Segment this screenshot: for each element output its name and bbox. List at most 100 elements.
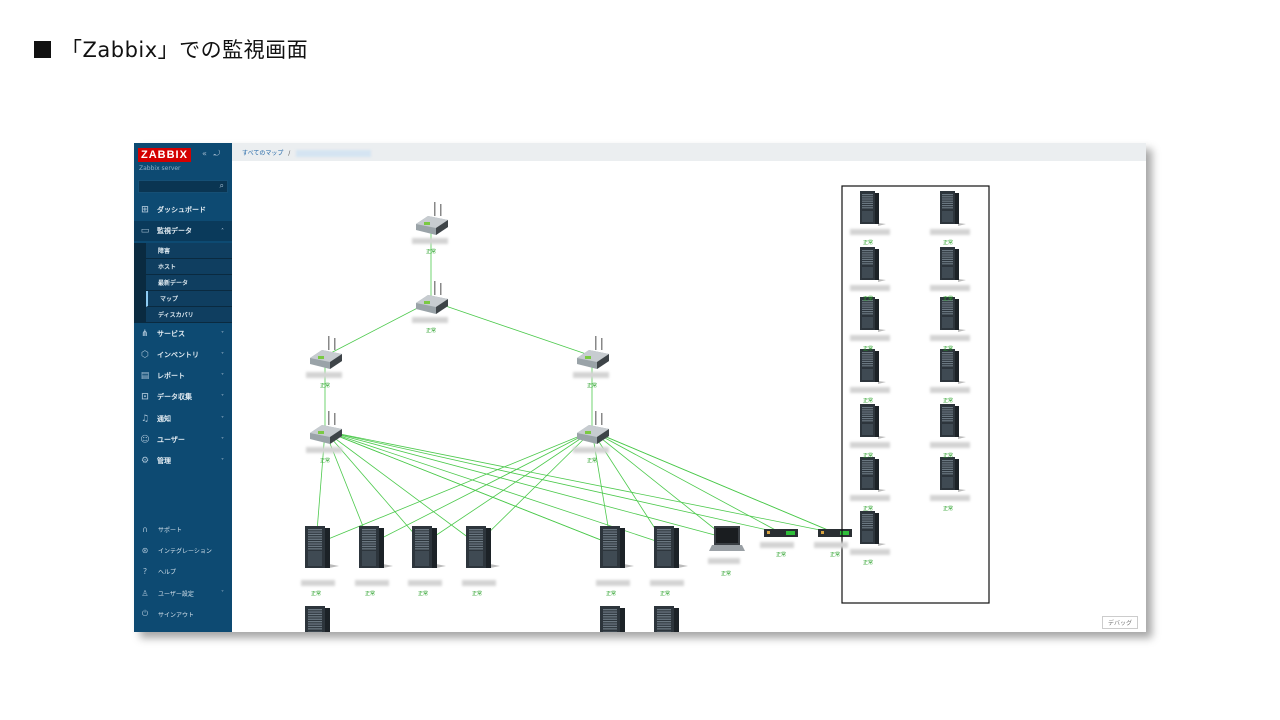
host-name-redacted bbox=[596, 580, 630, 586]
host-status: 正常 bbox=[862, 240, 874, 246]
host-name-redacted bbox=[462, 580, 496, 586]
sidebar-item-label: インベントリ bbox=[157, 351, 199, 359]
footer-item-help[interactable]: ? ヘルプ bbox=[134, 562, 232, 580]
submenu-item-hosts[interactable]: ホスト bbox=[146, 259, 232, 275]
server-icon[interactable] bbox=[860, 191, 886, 226]
footer-item-support[interactable]: ∩ サポート bbox=[134, 520, 232, 538]
sidebar-item-data-collection[interactable]: ⊡ データ収集 ˅ bbox=[134, 387, 232, 407]
footer-item-label: ユーザー設定 bbox=[158, 590, 194, 598]
monitoring-icon: ▭ bbox=[140, 226, 150, 236]
sidebar-item-label: サービス bbox=[157, 330, 185, 338]
chevron-down-icon: ˅ bbox=[221, 436, 224, 444]
chevron-down-icon: ˅ bbox=[221, 393, 224, 401]
server-icon[interactable] bbox=[359, 526, 393, 568]
router-icon[interactable] bbox=[577, 411, 609, 444]
sidebar-item-label: ダッシュボード bbox=[157, 206, 206, 214]
reports-icon: ▤ bbox=[140, 371, 150, 381]
host-status: 正常 bbox=[319, 458, 331, 464]
sidebar-item-administration[interactable]: ⚙ 管理 ˅ bbox=[134, 451, 232, 471]
submenu-item-latest-data[interactable]: 最新データ bbox=[146, 275, 232, 291]
sidebar-controls: « ⤾ bbox=[202, 149, 220, 159]
server-icon[interactable] bbox=[940, 404, 966, 439]
zabbix-logo[interactable]: ZABBIX bbox=[138, 148, 191, 162]
submenu-item-maps[interactable]: マップ bbox=[146, 291, 232, 307]
server-icon[interactable] bbox=[940, 247, 966, 282]
router-icon[interactable] bbox=[310, 411, 342, 444]
map-link bbox=[324, 430, 727, 539]
laptop-icon[interactable] bbox=[709, 526, 745, 551]
router-icon[interactable] bbox=[577, 336, 609, 369]
map-link bbox=[591, 430, 727, 539]
sidebar-item-label: データ収集 bbox=[157, 393, 192, 401]
server-icon[interactable] bbox=[860, 457, 886, 492]
server-icon[interactable] bbox=[860, 349, 886, 384]
server-icon[interactable] bbox=[600, 606, 634, 632]
footer-item-label: ヘルプ bbox=[158, 568, 177, 576]
support-icon: ∩ bbox=[142, 524, 148, 534]
sidebar-item-users[interactable]: ☺ ユーザー ˅ bbox=[134, 430, 232, 450]
server-name: Zabbix server bbox=[139, 165, 181, 172]
host-status: 正常 bbox=[862, 506, 874, 512]
slide-title-text: 「Zabbix」での監視画面 bbox=[61, 38, 309, 62]
host-status: 正常 bbox=[775, 552, 787, 558]
host-name-redacted bbox=[850, 285, 890, 291]
submenu-item-problems[interactable]: 障害 bbox=[146, 243, 232, 259]
users-icon: ☺ bbox=[140, 435, 150, 445]
server-icon[interactable] bbox=[412, 526, 446, 568]
main-content: すべてのマップ / デバッグ 正常正常正常正常正常正常正常正常正常正常正常正常正… bbox=[232, 143, 1146, 632]
footer-item-user-settings[interactable]: ♙ ユーザー設定 ˅ bbox=[134, 584, 232, 602]
sidebar-item-dashboard[interactable]: ⊞ ダッシュボード bbox=[134, 200, 232, 220]
map-link bbox=[430, 300, 593, 357]
footer-item-label: サポート bbox=[158, 526, 183, 534]
footer-item-integrations[interactable]: ⊛ インテグレーション bbox=[134, 541, 232, 559]
collapse-sidebar-icon[interactable]: « bbox=[202, 149, 207, 158]
sidebar-item-inventory[interactable]: ⬡ インベントリ ˅ bbox=[134, 345, 232, 365]
server-icon[interactable] bbox=[860, 511, 886, 546]
host-name-redacted bbox=[850, 229, 890, 235]
host-group-box[interactable] bbox=[841, 185, 990, 604]
host-status: 正常 bbox=[942, 240, 954, 246]
administration-icon: ⚙ bbox=[140, 456, 150, 466]
chevron-down-icon: ˅ bbox=[221, 457, 224, 465]
server-icon[interactable] bbox=[940, 191, 966, 226]
breadcrumb-all-maps[interactable]: すべてのマップ bbox=[242, 150, 284, 157]
router-icon[interactable] bbox=[310, 336, 342, 369]
server-icon[interactable] bbox=[940, 457, 966, 492]
sidebar-item-alerts[interactable]: ♫ 通知 ˅ bbox=[134, 409, 232, 429]
server-icon[interactable] bbox=[600, 526, 634, 568]
map-canvas bbox=[305, 185, 990, 632]
debug-button[interactable]: デバッグ bbox=[1101, 616, 1138, 629]
submenu-item-discovery[interactable]: ディスカバリ bbox=[146, 307, 232, 323]
server-icon[interactable] bbox=[466, 526, 500, 568]
host-name-redacted bbox=[412, 238, 448, 244]
host-name-redacted bbox=[708, 558, 740, 564]
breadcrumb-current-map-redacted[interactable] bbox=[296, 150, 372, 157]
host-name-redacted bbox=[850, 495, 890, 501]
server-icon[interactable] bbox=[860, 404, 886, 439]
sidebar-item-reports[interactable]: ▤ レポート ˅ bbox=[134, 366, 232, 386]
host-status: 正常 bbox=[829, 552, 841, 558]
server-icon[interactable] bbox=[305, 526, 339, 568]
server-icon[interactable] bbox=[860, 247, 886, 282]
server-icon[interactable] bbox=[940, 349, 966, 384]
server-icon[interactable] bbox=[654, 606, 688, 632]
help-icon: ? bbox=[142, 566, 148, 576]
sidebar-item-services[interactable]: ⋔ サービス ˅ bbox=[134, 324, 232, 344]
rack-switch-icon[interactable] bbox=[818, 529, 852, 537]
rack-switch-icon[interactable] bbox=[764, 529, 798, 537]
server-icon[interactable] bbox=[305, 606, 339, 632]
host-status: 正常 bbox=[417, 591, 429, 597]
sidebar-item-monitoring[interactable]: ▭ 監視データ ˄ bbox=[134, 221, 232, 241]
chevron-up-icon: ˄ bbox=[221, 227, 224, 235]
router-icon[interactable] bbox=[416, 202, 448, 235]
router-icon[interactable] bbox=[416, 281, 448, 314]
host-status: 正常 bbox=[862, 560, 874, 566]
kiosk-mode-icon[interactable]: ⤾ bbox=[213, 149, 221, 158]
server-icon[interactable] bbox=[654, 526, 688, 568]
search-icon[interactable]: ⌕ bbox=[219, 181, 224, 190]
server-icon[interactable] bbox=[860, 297, 886, 332]
footer-item-sign-out[interactable]: ⏻ サインアウト bbox=[134, 605, 232, 623]
sidebar-search-input[interactable]: ⌕ bbox=[138, 180, 228, 193]
host-name-redacted bbox=[306, 372, 342, 378]
server-icon[interactable] bbox=[940, 297, 966, 332]
